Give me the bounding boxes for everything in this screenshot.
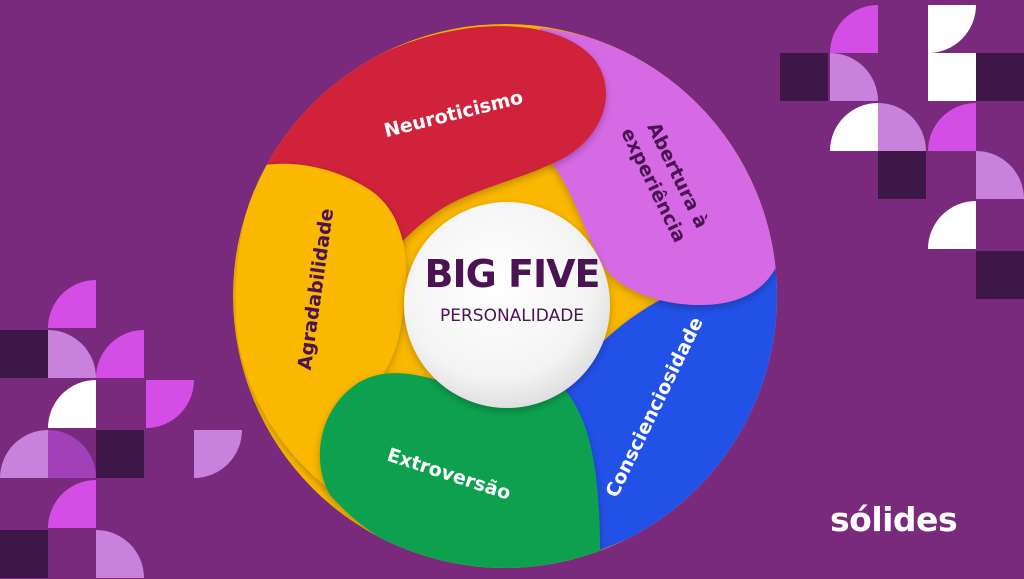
pattern-shape bbox=[0, 530, 48, 578]
pattern-shape bbox=[878, 151, 926, 199]
solides-logo: sólides bbox=[830, 500, 958, 539]
pattern-shape bbox=[780, 53, 828, 101]
pattern-shape bbox=[976, 251, 1024, 299]
center-subtitle: PERSONALIDADE bbox=[439, 306, 585, 326]
pattern-shape bbox=[928, 53, 976, 101]
wheel-segments bbox=[233, 24, 777, 568]
pattern-shape bbox=[0, 330, 48, 378]
segment-extroversao bbox=[319, 373, 600, 568]
pattern-shape bbox=[976, 53, 1024, 101]
decorative-pattern-top-right bbox=[780, 0, 1024, 300]
segment-conscienciosidade bbox=[542, 250, 777, 550]
decorative-pattern-bottom-left bbox=[0, 280, 250, 579]
segment-agradabilidade bbox=[235, 163, 407, 490]
center-circle bbox=[404, 202, 610, 408]
pattern-shape bbox=[96, 430, 144, 478]
center-title: BIG FIVE bbox=[424, 252, 601, 296]
